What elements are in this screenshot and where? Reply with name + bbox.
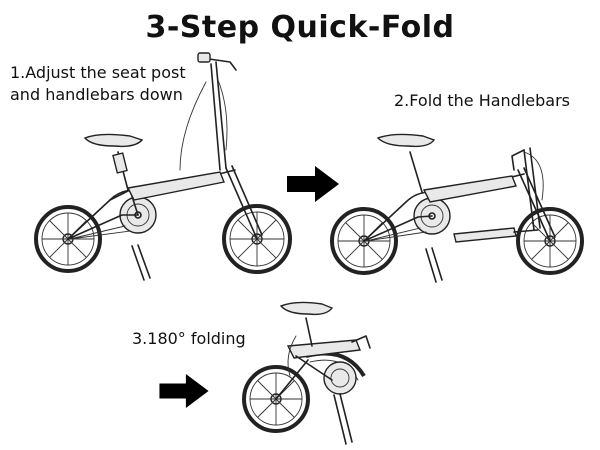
step-2-label: 2.Fold the Handlebars <box>394 90 594 112</box>
bicycle-icon <box>34 52 292 281</box>
step-1-number: 1. <box>10 63 26 82</box>
right-arrow-icon <box>159 374 209 408</box>
right-arrow-icon <box>287 166 339 202</box>
step-1-text: Adjust the seat post and handlebars down <box>10 63 186 104</box>
step-3-text: 180° folding <box>147 329 246 348</box>
step-2-number: 2. <box>394 91 410 110</box>
step-2-text: Fold the Handlebars <box>409 91 571 110</box>
step-1-label: 1.Adjust the seat post and handlebars do… <box>10 62 200 106</box>
bicycle-icon <box>242 301 371 445</box>
step-3-number: 3. <box>132 329 148 348</box>
step-3-label: 3.180° folding <box>132 328 282 350</box>
bicycle-icon <box>330 133 584 283</box>
page-title: 3-Step Quick-Fold <box>145 10 455 45</box>
